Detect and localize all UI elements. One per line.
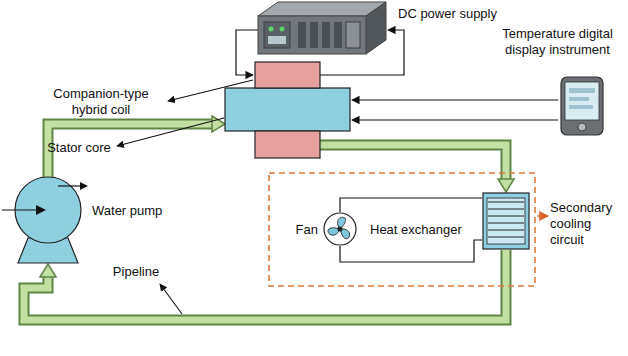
coil-block bbox=[255, 131, 320, 158]
water-pump: Water pump bbox=[14, 176, 82, 264]
node-label: Secondary cooling circuit bbox=[550, 200, 624, 248]
power-supply-icon bbox=[258, 2, 386, 54]
leader-line bbox=[537, 215, 548, 216]
pipeline-connector bbox=[24, 250, 506, 320]
node-label: Heat exchanger bbox=[370, 222, 472, 238]
coil-block bbox=[255, 62, 320, 88]
heat-exchanger: Heat exchanger bbox=[482, 192, 530, 250]
power-supply: DC power supply bbox=[258, 2, 386, 54]
sensor-wire bbox=[352, 99, 558, 100]
fan: Fan bbox=[323, 212, 357, 246]
leader-line bbox=[117, 118, 224, 146]
air-loop-connector bbox=[340, 198, 482, 262]
part-label: Pipeline bbox=[104, 264, 168, 280]
secondary-circuit-region: Secondary cooling circuitFanHeat exchang… bbox=[268, 172, 536, 287]
water-pump-icon bbox=[14, 176, 82, 264]
node-label: Fan bbox=[284, 222, 318, 238]
water-pipe bbox=[320, 145, 514, 192]
pipeline-connector bbox=[24, 250, 506, 320]
stator-core bbox=[225, 88, 350, 131]
air-loop-connector bbox=[340, 198, 482, 262]
heat-exchanger-icon bbox=[482, 192, 530, 250]
node-label: Temperature digital display instrument bbox=[490, 26, 625, 58]
sensor-wire bbox=[352, 119, 558, 120]
node-label: DC power supply bbox=[398, 6, 510, 22]
leader-line bbox=[168, 80, 253, 101]
fan-icon bbox=[323, 212, 357, 246]
node-label: Water pump bbox=[92, 203, 178, 219]
leader-line bbox=[160, 284, 182, 314]
arrow-head bbox=[40, 264, 56, 277]
part-label: Stator core bbox=[44, 140, 114, 156]
temperature-instrument: Temperature digital display instrument bbox=[560, 76, 604, 136]
part-label: Companion-type hybrid coil bbox=[40, 86, 162, 118]
pipeline-connector bbox=[24, 250, 506, 320]
instrument-icon bbox=[560, 76, 604, 136]
